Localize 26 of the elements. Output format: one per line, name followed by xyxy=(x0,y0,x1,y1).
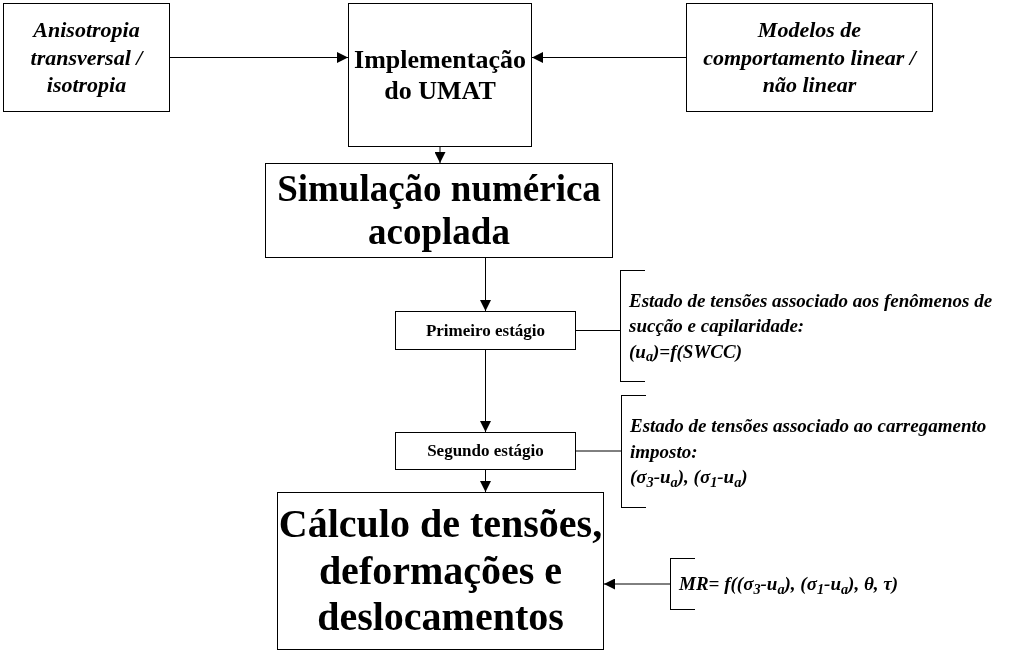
connector-line xyxy=(575,450,622,452)
arrow xyxy=(169,52,349,63)
box-label: Implementação do UMAT xyxy=(353,43,527,107)
arrow xyxy=(603,578,671,590)
box-label: Primeiro estágio xyxy=(425,319,546,342)
arrow xyxy=(434,146,446,164)
process-box xyxy=(395,311,576,350)
annotation-text: (u$_{a}$)=f(SWCC) xyxy=(629,339,743,365)
box-label: Cálculo de tensões, deformações e deslocamentos xyxy=(278,500,603,642)
arrow xyxy=(480,469,491,493)
annotation-text: MR= f((σ$_{3}$-u$_{a}$), (σ$_{1}$-u$_{a}$), θ, τ) xyxy=(679,572,900,597)
box-label: Modelos de comportamento linear / não linear xyxy=(702,16,919,99)
box-label: Anisotropia transversal / isotropia xyxy=(29,16,145,99)
arrow xyxy=(480,257,491,312)
process-box xyxy=(3,3,170,112)
arrow xyxy=(480,349,491,433)
annotation-text: (σ$_{3}$-u$_{a}$), (σ$_{1}$-u$_{a}$) xyxy=(630,465,749,490)
box-label: Segundo estágio xyxy=(427,440,544,463)
arrow xyxy=(531,52,687,63)
process-box xyxy=(686,3,933,112)
annotation-text: Estado de tensões associado aos fenômenos de sucção e capilaridade: xyxy=(629,288,994,339)
process-box xyxy=(395,432,576,470)
annotation-text: Estado de tensões associado ao carregamento imposto: xyxy=(630,414,988,464)
process-box xyxy=(348,3,532,147)
box-label: Simulação numérica acoplada xyxy=(276,167,602,254)
connector-line xyxy=(575,330,621,331)
